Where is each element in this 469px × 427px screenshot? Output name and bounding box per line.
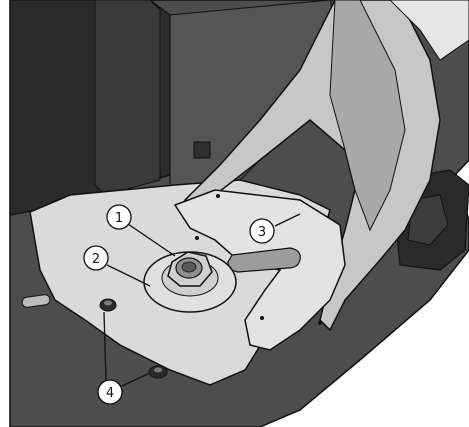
- callout-4-label: 4: [106, 386, 114, 401]
- callout-2-label: 2: [92, 252, 100, 267]
- callout-1: 1: [106, 204, 132, 230]
- inner-wall-column: [94, 0, 161, 196]
- callout-3: 3: [249, 218, 275, 244]
- callout-1-label: 1: [115, 211, 123, 226]
- rivet-3: [260, 316, 264, 320]
- plate-slot-left: [21, 294, 51, 308]
- screw-head-2-top: [154, 367, 162, 373]
- small-clip: [193, 141, 211, 159]
- callout-4: 4: [97, 379, 123, 405]
- right-mechanism-detail: [407, 194, 449, 246]
- bracket-highlight: [389, 0, 469, 61]
- leader-lines: [103, 213, 301, 387]
- screw-head-1-top: [104, 300, 112, 306]
- leader-4a: [103, 311, 107, 383]
- bracket-arm-fold: [329, 0, 406, 232]
- callout-2: 2: [83, 245, 109, 271]
- leader-3: [274, 213, 301, 227]
- nut-thread-core: [181, 261, 197, 273]
- rivet-1: [216, 194, 220, 198]
- leader-2: [106, 264, 151, 287]
- leader-1: [127, 223, 176, 257]
- bracket-foot: [173, 189, 346, 351]
- rivet-4: [318, 321, 322, 325]
- rivet-2: [195, 236, 199, 240]
- callout-3-label: 3: [258, 225, 266, 240]
- leader-4b: [121, 372, 151, 387]
